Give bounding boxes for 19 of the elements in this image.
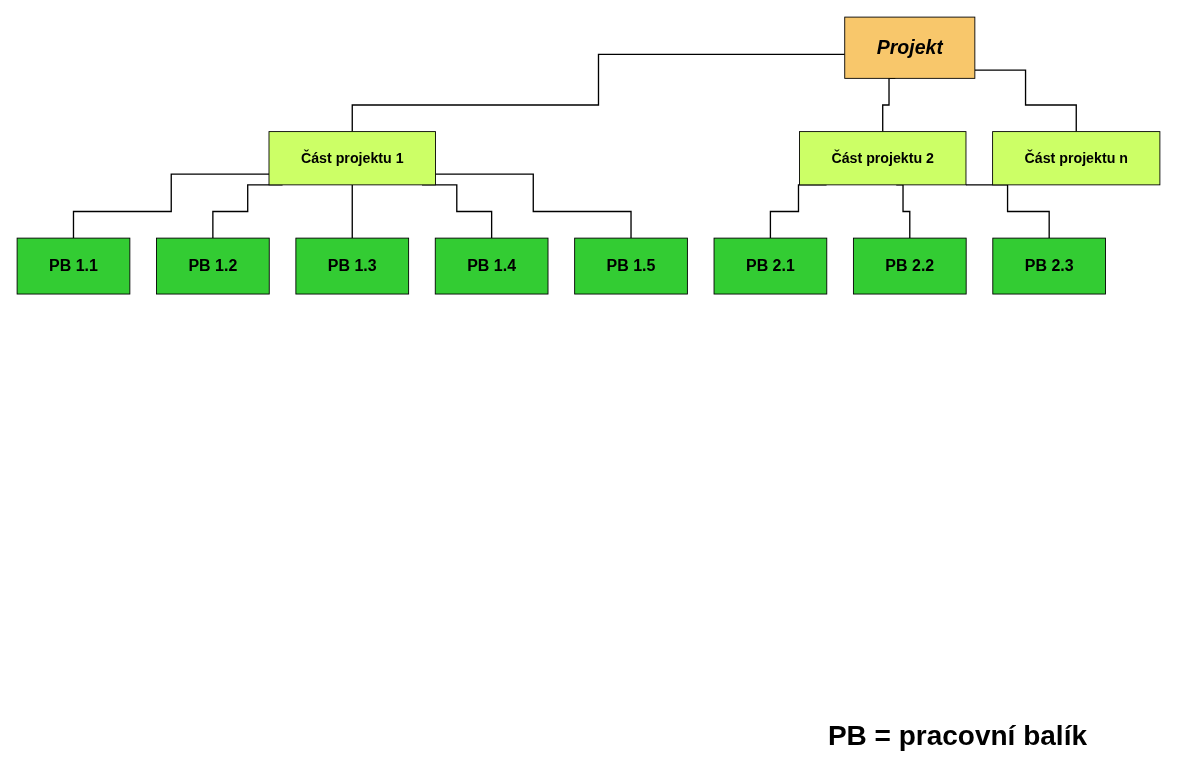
connector — [434, 173, 632, 239]
connector — [351, 184, 353, 239]
node-box: Část projektu 2 — [799, 131, 967, 186]
node-box: PB 1.1 — [16, 237, 131, 295]
node-box: PB 2.3 — [992, 237, 1106, 295]
node-box: PB 1.5 — [574, 237, 688, 295]
node-box: Část projektu 1 — [268, 131, 436, 186]
node-box: PB 2.2 — [852, 237, 967, 295]
node-box: Projekt — [844, 16, 976, 79]
connector — [351, 53, 846, 133]
node-box: Část projektu n — [992, 131, 1161, 186]
node-box: PB 1.4 — [434, 237, 549, 295]
node-box: PB 2.1 — [713, 237, 828, 295]
legend-note: PB = pracovní balík — [827, 720, 1087, 752]
connector — [965, 184, 1050, 239]
connector — [72, 173, 270, 239]
node-box: PB 1.2 — [156, 237, 270, 295]
connector — [974, 69, 1077, 133]
node-box: PB 1.3 — [295, 237, 410, 295]
